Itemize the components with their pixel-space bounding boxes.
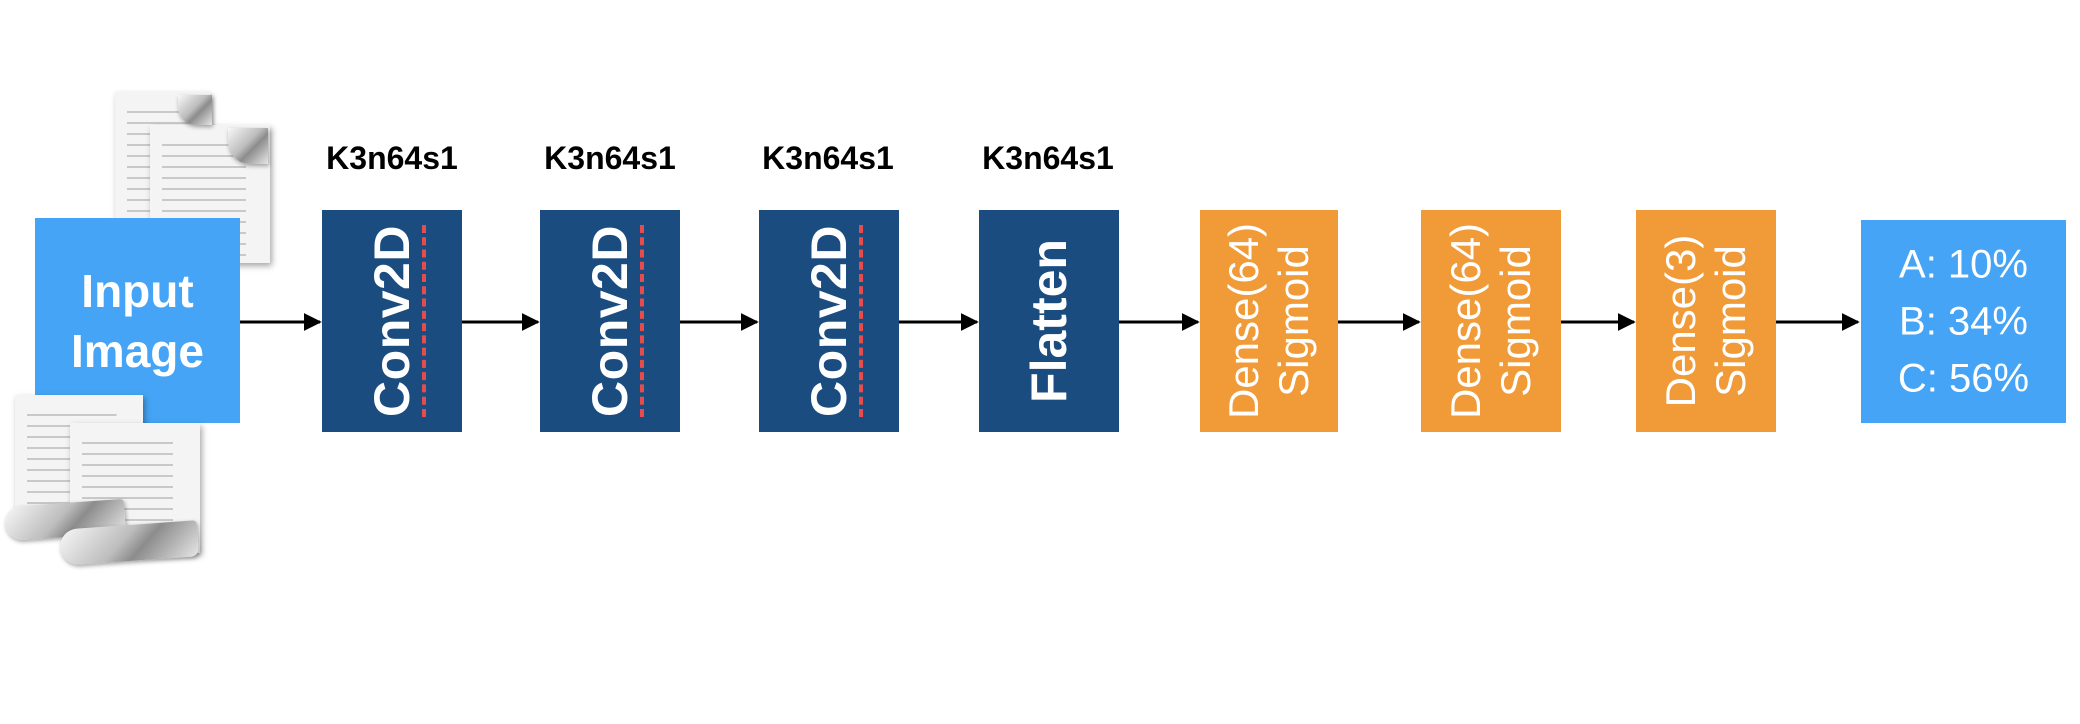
layer-label: K3n64s1 <box>544 140 676 176</box>
conv2d-block: Conv2D <box>322 210 462 432</box>
input-label-line: Input <box>81 264 194 317</box>
layer-label: K3n64s1 <box>982 140 1114 176</box>
conv2d-block: Conv2D <box>540 210 680 432</box>
layer-label: K3n64s1 <box>762 140 894 176</box>
input-image-block: Input Image <box>35 218 240 423</box>
input-label: Input Image <box>35 261 240 381</box>
page-curl-icon <box>228 128 268 164</box>
output-block: A: 10% B: 34% C: 56% <box>1861 220 2066 423</box>
output-line: B: 34% <box>1899 299 2028 343</box>
output-probabilities: A: 10% B: 34% C: 56% <box>1861 236 2066 407</box>
dense-block: Dense(3) Sigmoid <box>1636 210 1776 432</box>
dense-block: Dense(64) Sigmoid <box>1421 210 1561 432</box>
output-line: C: 56% <box>1897 356 2030 400</box>
input-label-line: Image <box>71 324 204 377</box>
conv2d-block: Conv2D <box>759 210 899 432</box>
dense-block: Dense(64) Sigmoid <box>1200 210 1338 432</box>
flatten-block: Flatten <box>979 210 1119 432</box>
page-curl-icon <box>178 95 212 125</box>
output-line: A: 10% <box>1899 242 2028 286</box>
layer-label: K3n64s1 <box>326 140 458 176</box>
